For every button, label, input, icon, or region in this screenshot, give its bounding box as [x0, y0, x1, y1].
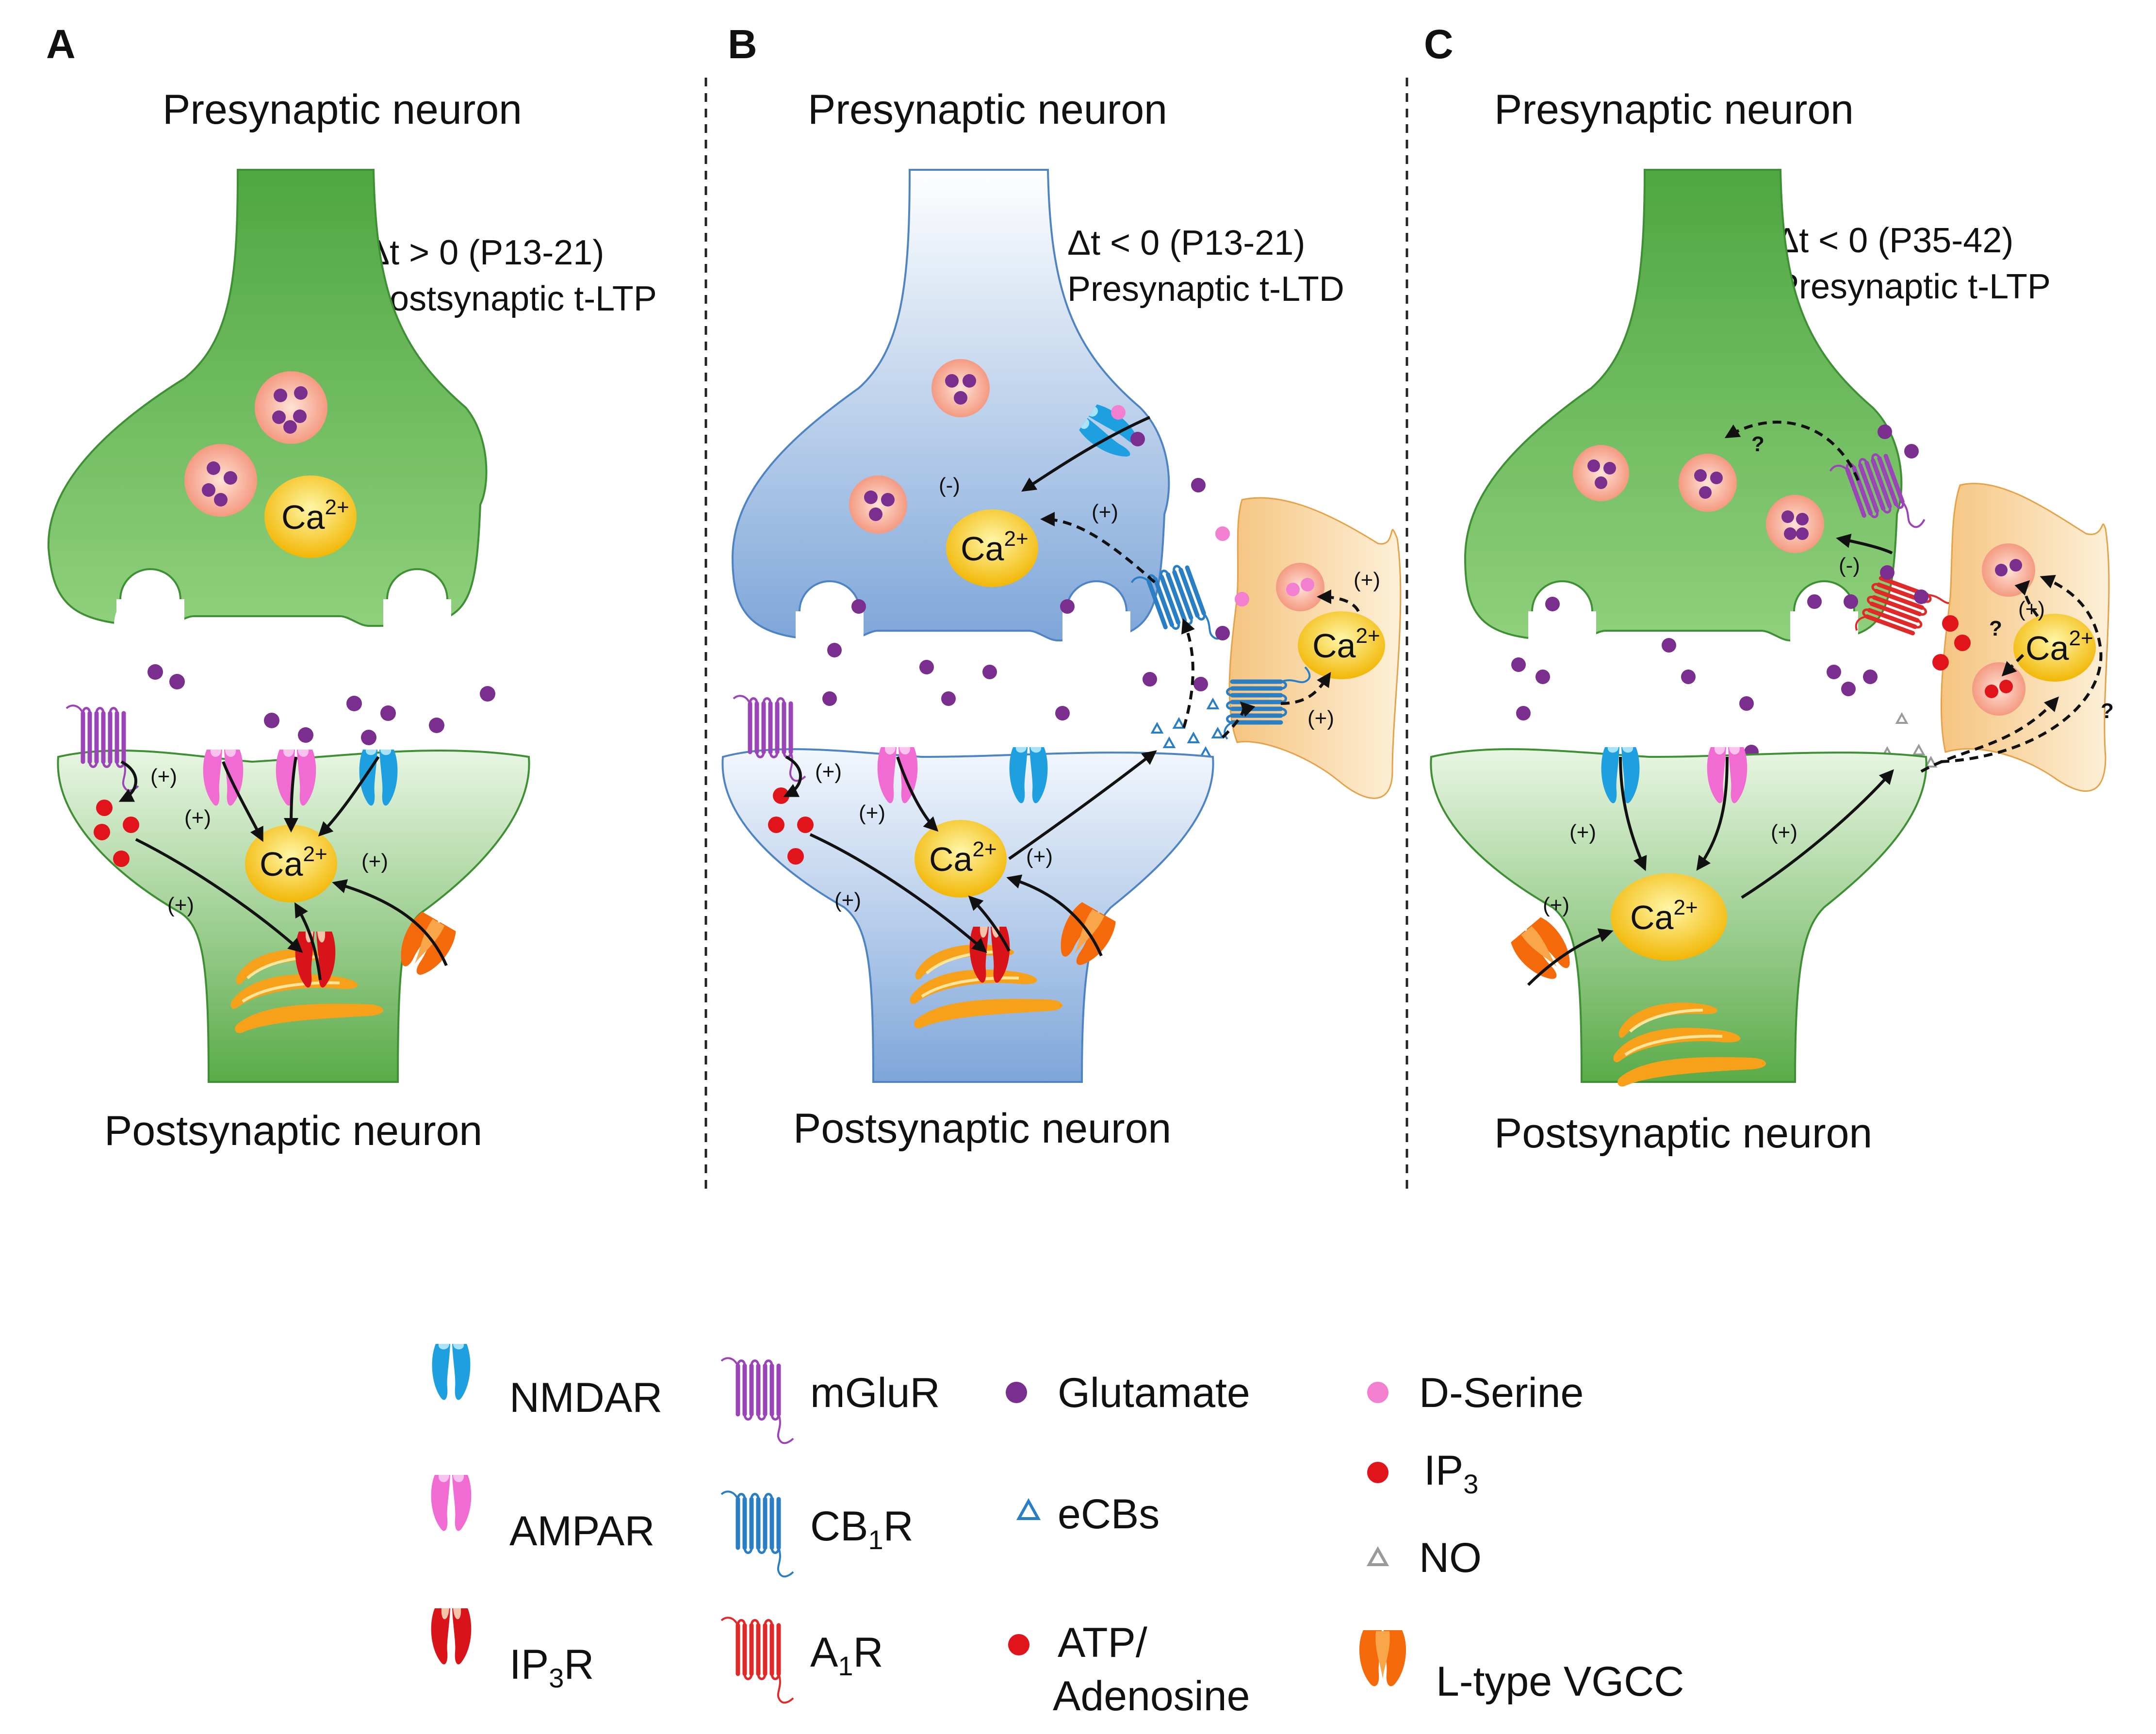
- panel-b-sign-1: (+): [1092, 500, 1118, 524]
- panel-c-vesicles: [1573, 445, 1824, 553]
- panel-b-sign-4: (+): [1026, 845, 1053, 868]
- legend-atp-icon: [1008, 1634, 1029, 1655]
- panel-a-post-label: Postsynaptic neuron: [104, 1108, 482, 1154]
- legend-ip3-label: IP3: [1424, 1447, 1478, 1499]
- panel-b-pre-label: Presynaptic neuron: [808, 86, 1167, 133]
- panel-b-pre-calcium: [946, 509, 1038, 587]
- legend-nmdar-icon: [432, 1344, 471, 1400]
- legend-cb1r-icon: [721, 1491, 793, 1576]
- panel-b: B Presynaptic neuron Δt < 0 (P13-21) Pre…: [721, 21, 1402, 1152]
- panel-b-pre-calcium-label: Ca2+: [961, 527, 1029, 568]
- panel-a-postsynaptic-spine: [57, 750, 530, 1083]
- legend-ampar-label: AMPAR: [509, 1508, 654, 1554]
- panel-c-sign-2: (+): [1569, 820, 1596, 844]
- panel-b-letter: B: [728, 21, 757, 67]
- panel-b-arrows: [783, 416, 1157, 957]
- panel-a: A Presynaptic neuron Δt > 0 (P13-21) Pos…: [46, 21, 657, 1154]
- panel-b-astro-calcium-label: Ca2+: [1312, 624, 1380, 665]
- panel-a-mechanism: Postsynaptic t-LTP: [366, 279, 657, 318]
- panel-c-dashed-arrows: [1724, 421, 2103, 773]
- panel-c-post-calcium-label: Ca2+: [1630, 896, 1698, 936]
- panel-b-vesicles: [849, 359, 990, 534]
- panel-a-sign-4: (+): [167, 893, 194, 917]
- panel-b-postsynaptic-spine: [721, 748, 1214, 1083]
- panel-a-glutamate-cleft: [147, 664, 495, 745]
- panel-c-astro-calcium-label: Ca2+: [2025, 626, 2093, 667]
- legend-ecbs-label: eCBs: [1058, 1491, 1160, 1538]
- legend-ampar-icon: [431, 1475, 472, 1531]
- panel-a-pre-label: Presynaptic neuron: [163, 86, 522, 133]
- panel-c-sign-3: (+): [1771, 820, 1797, 844]
- panel-b-sign-5: (+): [834, 888, 861, 912]
- panel-b-mechanism: Presynaptic t-LTD: [1067, 270, 1344, 309]
- panel-c-sign-minus: (-): [1839, 554, 1860, 577]
- legend-vgcc-icon: [1359, 1630, 1406, 1686]
- legend-ecbs-icon: [1016, 1498, 1041, 1520]
- panel-b-sign-2: (+): [815, 760, 842, 784]
- panel-c-atp: [1932, 615, 1971, 671]
- panel-c-letter: C: [1424, 21, 1454, 67]
- panel-c-post-label: Postsynaptic neuron: [1494, 1110, 1872, 1157]
- panel-a-pre-calcium: [264, 475, 357, 558]
- panel-c-condition: Δt < 0 (P35-42): [1776, 221, 2013, 260]
- panel-b-sign-6: (+): [1307, 706, 1334, 730]
- panel-b-astro-calcium: [1298, 611, 1385, 679]
- panel-c-sign-1: (+): [2018, 597, 2045, 621]
- panel-c-question-3: ?: [2101, 699, 2114, 723]
- panel-a-sign-1: (+): [150, 765, 177, 788]
- panel-b-sign-3: (+): [859, 801, 885, 825]
- panel-c-mechanism: Presynaptic t-LTP: [1776, 267, 2051, 306]
- panel-c-glutamate-cleft: [1511, 425, 1928, 759]
- legend-atp-label-2: Adenosine: [1053, 1673, 1250, 1719]
- legend-ip3r-label: IP3R: [509, 1641, 594, 1693]
- panel-a-condition: Δt > 0 (P13-21): [366, 233, 604, 272]
- panel-a-ip3: [94, 800, 139, 867]
- panel-b-condition: Δt < 0 (P13-21): [1067, 224, 1305, 262]
- legend-vgcc-label: L-type VGCC: [1436, 1658, 1684, 1705]
- panel-c-pre-label: Presynaptic neuron: [1494, 86, 1854, 133]
- legend-glutamate-icon: [1006, 1382, 1027, 1403]
- panel-c-arrows: [1527, 533, 1894, 986]
- panel-b-dserine: [1215, 526, 1249, 606]
- legend: NMDAR AMPAR IP3R mGluR CB1R A1R Glutamat…: [431, 1344, 1684, 1719]
- panel-b-glutamate-cleft: [822, 478, 1230, 720]
- panel-a-vesicles: [184, 371, 327, 517]
- legend-ip3-icon: [1367, 1462, 1388, 1483]
- legend-cb1r-label: CB1R: [810, 1503, 914, 1555]
- legend-glutamate-label: Glutamate: [1058, 1370, 1250, 1416]
- panel-a-letter: A: [46, 21, 76, 67]
- panel-b-dashed-arrows: [1040, 512, 1360, 739]
- panel-c-post-calcium: [1611, 873, 1727, 961]
- panel-c-question-1: ?: [1751, 432, 1764, 456]
- legend-a1r-icon: [721, 1618, 793, 1702]
- panel-a-pre-calcium-label: Ca2+: [281, 495, 349, 536]
- legend-no-label: NO: [1419, 1535, 1482, 1581]
- panel-a-post-calcium: [245, 825, 337, 902]
- panel-a-sign-3: (+): [361, 850, 388, 873]
- legend-mglur-label: mGluR: [810, 1370, 940, 1416]
- panel-a-post-calcium-label: Ca2+: [260, 842, 327, 883]
- legend-dserine-icon: [1367, 1382, 1388, 1403]
- panel-b-post-label: Postsynaptic neuron: [793, 1105, 1171, 1152]
- panel-b-sign-minus: (-): [939, 474, 960, 497]
- legend-a1r-label: A1R: [810, 1629, 883, 1681]
- panel-b-sign-7: (+): [1354, 568, 1380, 592]
- panel-c: C Presynaptic neuron Δt < 0 (P35-42) Pre…: [1424, 21, 2114, 1157]
- legend-nmdar-label: NMDAR: [509, 1374, 662, 1421]
- panel-b-post-calcium: [915, 820, 1007, 898]
- legend-ip3r-icon: [431, 1608, 472, 1665]
- legend-no-icon: [1366, 1546, 1389, 1566]
- legend-dserine-label: D-Serine: [1419, 1370, 1584, 1416]
- panel-c-question-2: ?: [1989, 617, 2002, 640]
- panel-a-arrows: [118, 756, 448, 981]
- panel-b-post-calcium-label: Ca2+: [929, 837, 997, 878]
- panel-a-sign-2: (+): [184, 806, 211, 830]
- legend-atp-label-1: ATP/: [1058, 1619, 1147, 1666]
- panel-c-astro-calcium: [2013, 614, 2096, 682]
- panel-b-ecbs: [1150, 697, 1225, 758]
- panel-c-sign-4: (+): [1543, 893, 1569, 917]
- legend-mglur-icon: [721, 1358, 793, 1443]
